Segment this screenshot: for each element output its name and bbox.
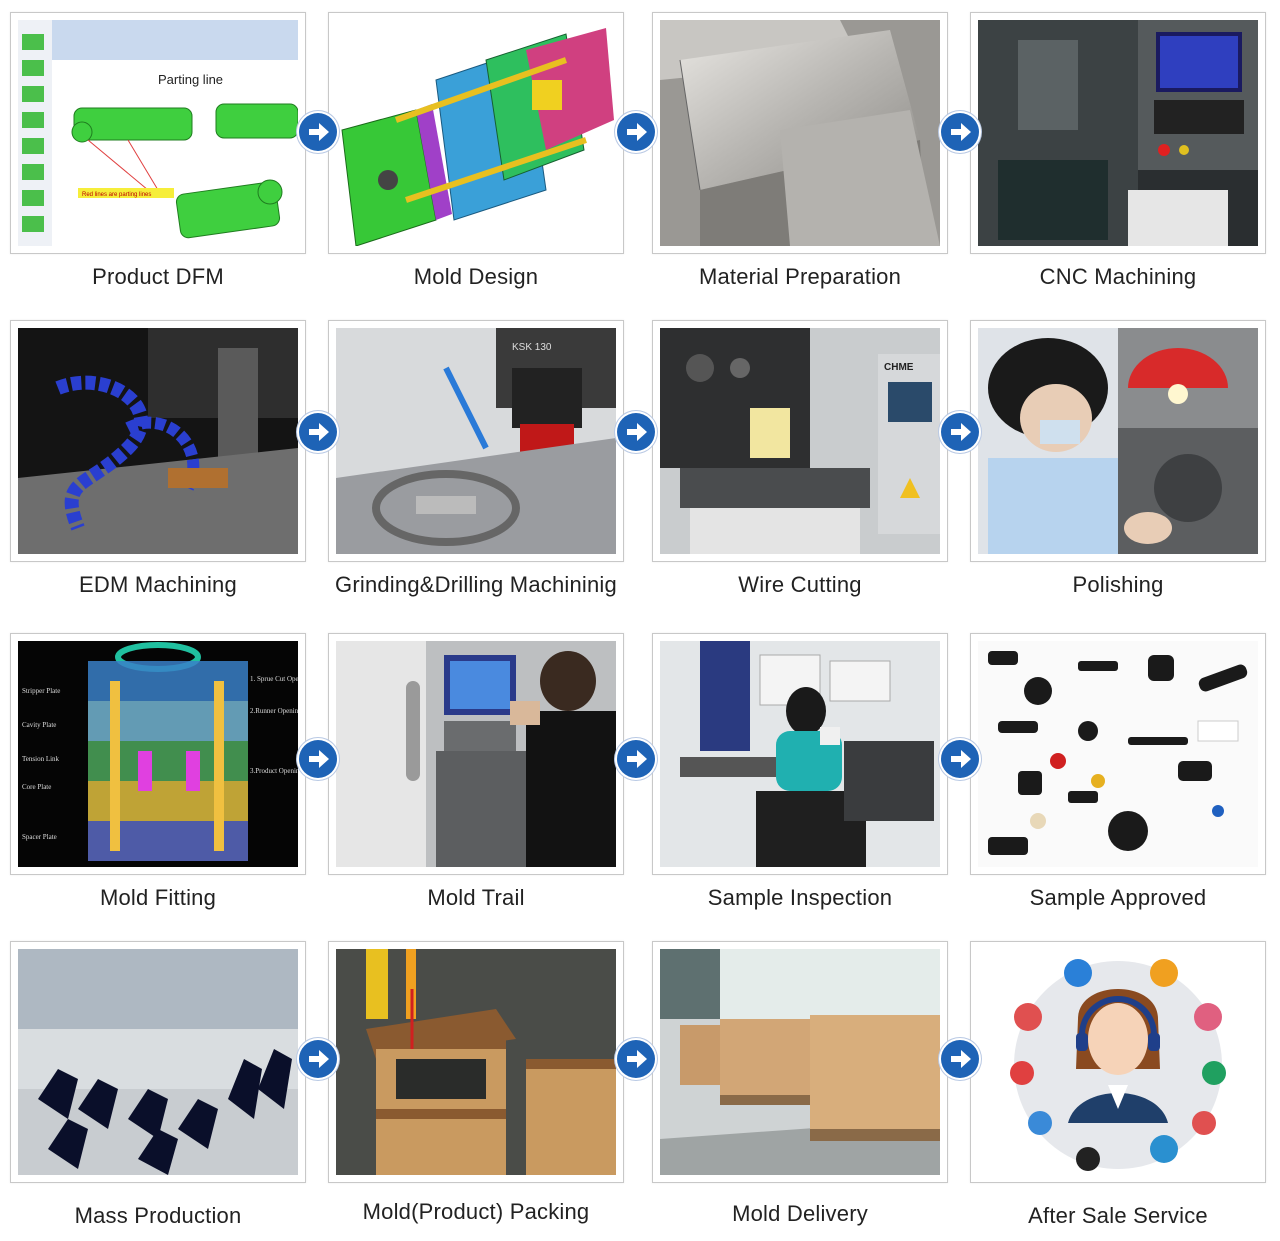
wire-cutting-image: CHME [660,328,940,554]
step-wire-cutting: CHME Wire Cutting [652,320,948,612]
mold-design-image [336,20,616,246]
step-label: CNC Machining [1039,264,1197,289]
photo-frame [328,633,624,875]
arrow-right-icon [617,113,655,151]
step-label: Mold(Product) Packing [362,1199,590,1224]
cnc-machining-image [978,20,1258,246]
step-label: Sample Inspection [707,885,893,910]
arrow-right-icon [299,1040,337,1078]
step-label: Material Preparation [698,264,902,289]
photo-frame [652,12,948,254]
mold-trail-image [336,641,616,867]
photo-frame [10,941,306,1183]
photo-frame: KSK 130 [328,320,624,562]
step-label: Mold Delivery [732,1201,868,1226]
callout-runner-opening: 2.Runner Opening [250,707,298,715]
ksk-130-text: KSK 130 [512,342,552,353]
callout-spacer-plate: Spacer Plate [22,833,57,841]
step-polishing: Polishing [970,320,1266,612]
step-cnc-machining: CNC Machining [970,12,1266,304]
parting-note-text: Red lines are parting lines [82,192,151,198]
callout-core-plate: Core Plate [22,783,51,791]
photo-frame [10,320,306,562]
step-mold-trail: Mold Trail [328,633,624,925]
callout-tension-link: Tension Link [22,755,60,763]
step-mold-design: Mold Design [328,12,624,304]
parting-line-text: Parting line [158,72,223,87]
arrow-right-icon [299,740,337,778]
after-sale-service-image [978,949,1258,1175]
step-sample-inspection: Sample Inspection [652,633,948,925]
photo-frame [328,941,624,1183]
arrow-right-icon [941,113,979,151]
step-label: Mold Fitting [99,885,217,910]
callout-sprue-opening: 1. Sprue Cut Opening [250,675,298,683]
photo-frame [970,941,1266,1183]
photo-frame [652,941,948,1183]
photo-frame [970,320,1266,562]
step-label: EDM Machining [79,572,237,597]
step-mold-delivery: Mold Delivery [652,941,948,1233]
mass-production-image [18,949,298,1175]
arrow-right-icon [617,413,655,451]
step-mold-fitting: Stripper Plate Cavity Plate Tension Link… [10,633,306,925]
arrow-right-icon [299,413,337,451]
process-row-2: EDM Machining KSK 130 [0,320,1280,620]
photo-frame [970,12,1266,254]
callout-cavity-plate: Cavity Plate [22,721,56,729]
step-material-preparation: Material Preparation [652,12,948,304]
step-label: Mass Production [74,1203,242,1228]
process-row-1: Parting line Red lines are parting lines… [0,12,1280,312]
step-label: Mold Trail [427,885,525,910]
process-row-4: Mass Production [0,941,1280,1241]
step-label: Grinding&Drilling Machininig [335,572,617,597]
mold-packing-image [336,949,616,1175]
callout-stripper-plate: Stripper Plate [22,687,60,695]
step-label: Wire Cutting [738,572,862,597]
step-edm-machining: EDM Machining [10,320,306,612]
photo-frame [328,12,624,254]
photo-frame [652,633,948,875]
step-product-dfm: Parting line Red lines are parting lines… [10,12,306,304]
product-dfm-image: Parting line Red lines are parting lines [18,20,298,246]
step-label: Mold Design [413,264,539,289]
step-label: After Sale Service [1028,1203,1208,1228]
step-after-sale-service: After Sale Service [970,941,1266,1233]
step-sample-approved: Sample Approved [970,633,1266,925]
step-label: Sample Approved [1029,885,1207,910]
material-preparation-image [660,20,940,246]
callout-product-opening: 3.Product Opening [250,767,298,775]
sample-approved-image [978,641,1258,867]
photo-frame [970,633,1266,875]
arrow-right-icon [941,740,979,778]
photo-frame: Parting line Red lines are parting lines [10,12,306,254]
photo-frame: Stripper Plate Cavity Plate Tension Link… [10,633,306,875]
step-mold-packing: Mold(Product) Packing [328,941,624,1233]
mold-delivery-image [660,949,940,1175]
process-row-3: Stripper Plate Cavity Plate Tension Link… [0,633,1280,933]
edm-machining-image [18,328,298,554]
arrow-right-icon [299,113,337,151]
polishing-image [978,328,1258,554]
arrow-right-icon [617,1040,655,1078]
arrow-right-icon [941,413,979,451]
arrow-right-icon [617,740,655,778]
chme-text: CHME [884,362,914,373]
photo-frame: CHME [652,320,948,562]
sample-inspection-image [660,641,940,867]
step-mass-production: Mass Production [10,941,306,1233]
step-label: Product DFM [92,264,224,289]
mold-fitting-image: Stripper Plate Cavity Plate Tension Link… [18,641,298,867]
grinding-drilling-image: KSK 130 [336,328,616,554]
step-label: Polishing [1072,572,1164,597]
arrow-right-icon [941,1040,979,1078]
step-grinding-drilling: KSK 130 Grinding&Drilling Machininig [328,320,624,612]
